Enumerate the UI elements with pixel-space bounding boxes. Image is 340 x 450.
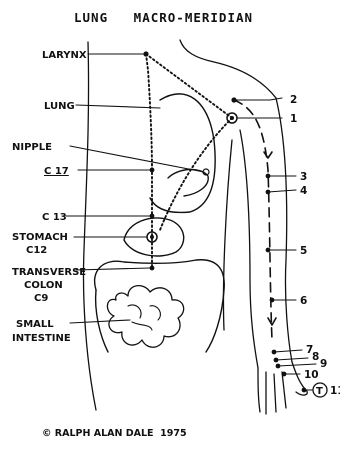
point-label-1: 1 [290,113,297,125]
point-label-6: 6 [300,295,307,307]
point-label-4: 4 [300,185,307,197]
point-label-8: 8 [312,351,319,363]
label-larynx: LARYNX [42,50,87,61]
label-c12: C12 [26,245,47,256]
label-colon: COLON [24,280,63,291]
label-c17: C 17 [44,166,69,177]
body-outline [84,40,308,414]
label-intestine: INTESTINE [12,333,71,344]
label-c9: C9 [34,293,48,304]
label-lung: LUNG [44,101,75,112]
diagram-title: LUNG MACRO-MERIDIAN [74,10,253,25]
meridian-points [143,51,306,392]
lung-organ [150,94,215,213]
point-11-t-marker: T [316,386,323,397]
external-meridian-path [234,100,276,340]
point-1-center [230,116,234,120]
point-label-10: 10 [304,369,319,381]
point-label-2: 2 [290,94,297,106]
point-label-5: 5 [300,245,307,257]
point-number-labels: 2 1 3 4 5 6 7 8 9 10 T 11 [290,94,340,397]
colon-organ [95,260,225,352]
small-intestine-organ [107,286,183,348]
organ-labels: LARYNX LUNG NIPPLE C 17 C 13 STOMACH C12… [12,50,87,344]
internal-meridian-path [146,54,232,268]
point-label-3: 3 [300,171,307,183]
point-label-9: 9 [320,358,327,370]
label-nipple: NIPPLE [12,142,52,153]
stomach-point-center [150,235,154,239]
label-transverse: TRANSVERSE [12,267,86,278]
label-small: SMALL [16,319,54,330]
label-stomach: STOMACH [12,232,68,243]
copyright-text: © RALPH ALAN DALE 1975 [42,428,187,439]
label-c13: C 13 [42,212,67,223]
point-label-11: 11 [330,385,340,397]
